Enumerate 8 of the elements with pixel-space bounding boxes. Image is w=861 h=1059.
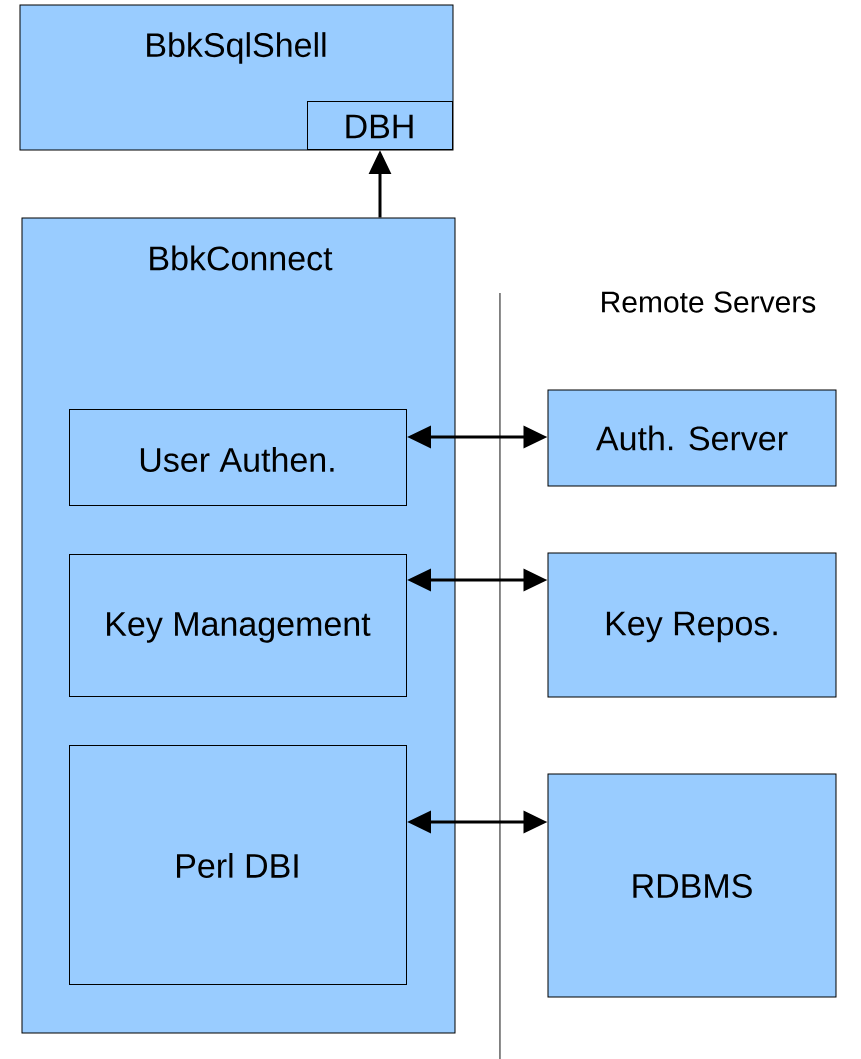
section-label: Remote Servers — [602, 291, 816, 313]
server-box: Key Repos. — [547, 552, 837, 698]
module-box: Perl DBI — [69, 745, 407, 985]
module-box: Key Management — [69, 554, 407, 697]
server-box: RDBMS — [547, 773, 837, 998]
module-box: DBH — [307, 101, 453, 150]
module-box: User Authen. — [69, 409, 407, 506]
server-box: Auth. Server — [547, 389, 837, 487]
